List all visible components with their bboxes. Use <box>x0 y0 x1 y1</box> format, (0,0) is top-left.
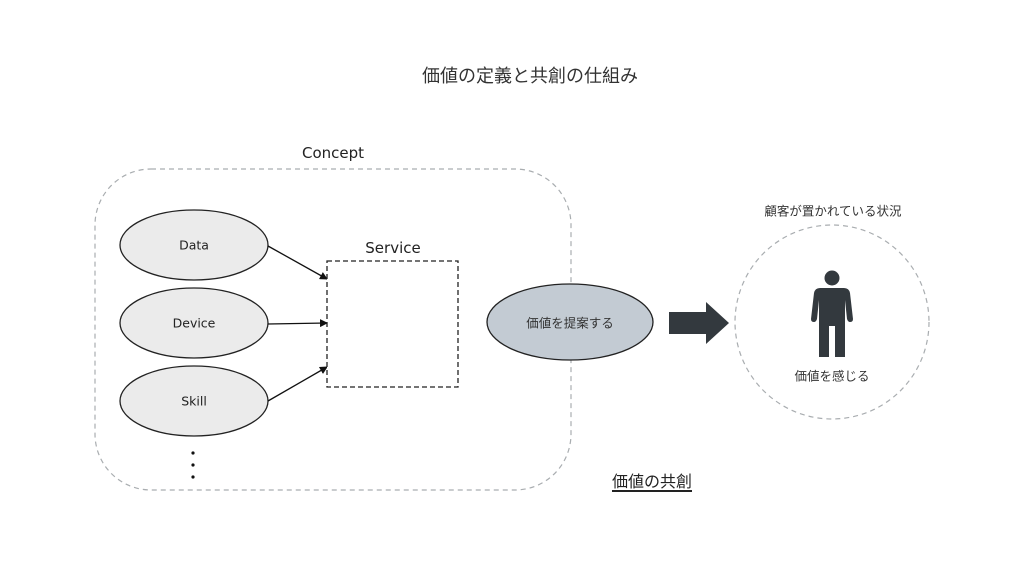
proposal-label: 価値を提案する <box>526 315 614 331</box>
diagram-title: 価値の定義と共創の仕組み <box>422 66 638 87</box>
arrow-skill-to-service <box>267 366 328 402</box>
arrow-data-to-service <box>267 245 328 280</box>
concept-label: Concept <box>301 144 365 162</box>
customer-context-circle <box>734 224 930 420</box>
device-label: Device <box>172 315 216 331</box>
feel-value-label: 価値を感じる <box>794 368 870 384</box>
ellipsis-dot <box>191 475 195 479</box>
ellipsis-dot <box>191 463 195 467</box>
device-ellipse[interactable] <box>119 287 269 359</box>
data-label: Data <box>179 237 209 253</box>
arrow-device-to-service <box>267 319 328 328</box>
service-label: Service <box>365 239 421 257</box>
ellipsis-dot <box>191 451 195 455</box>
cocreation-label: 価値の共創 <box>611 472 693 491</box>
concept-container <box>94 168 572 491</box>
skill-label: Skill <box>181 393 207 409</box>
service-box[interactable] <box>326 260 459 388</box>
person-icon <box>811 270 853 357</box>
customer-context-label: 顧客が置かれている状況 <box>764 203 902 219</box>
data-ellipse[interactable] <box>119 209 269 281</box>
block-arrow-icon <box>669 302 729 344</box>
proposal-ellipse[interactable] <box>486 283 654 361</box>
